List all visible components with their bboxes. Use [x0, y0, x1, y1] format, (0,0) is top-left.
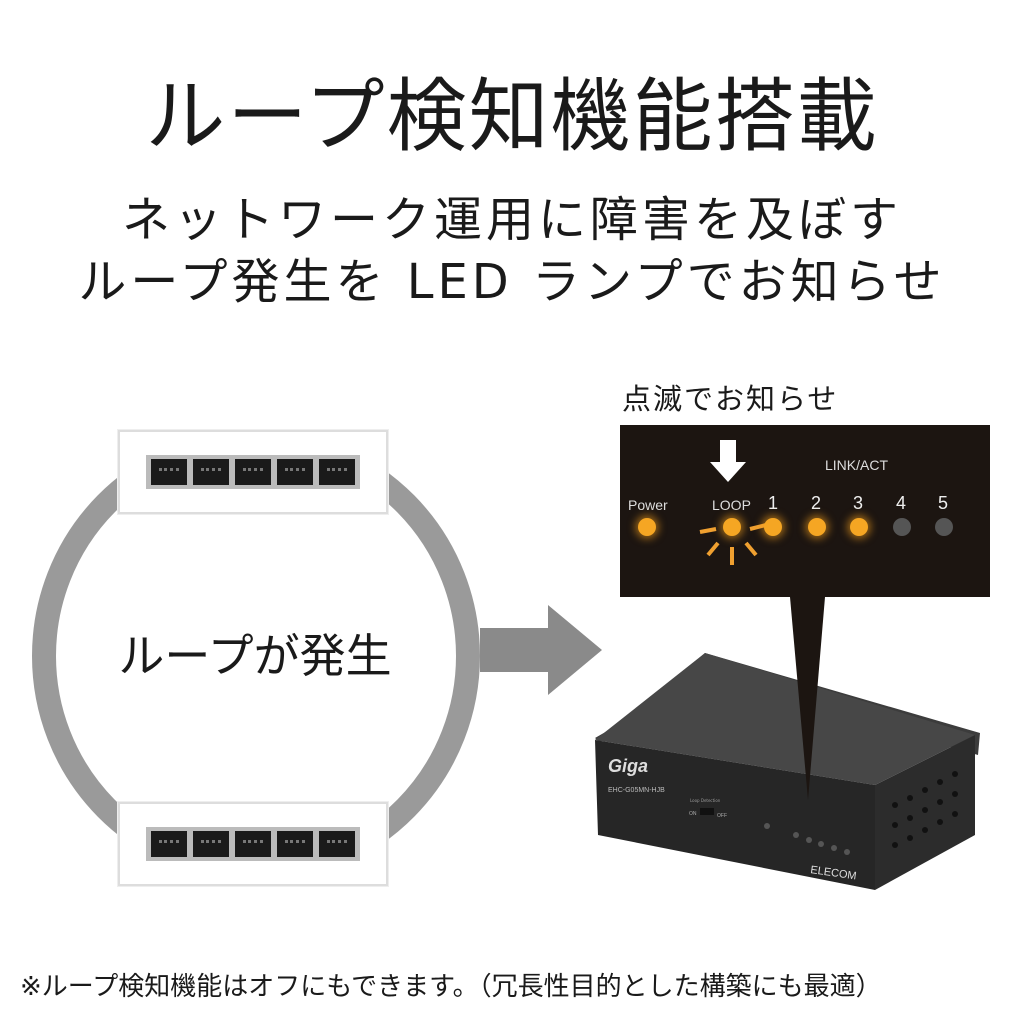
switch-top	[118, 430, 388, 514]
port-2-led	[808, 518, 826, 536]
model-label: EHC-G05MN-HJB	[608, 787, 665, 794]
blink-rays-icon	[699, 523, 767, 565]
loop-label: ループが発生	[118, 629, 392, 683]
port-3-led	[850, 518, 868, 536]
switch-off-label: OFF	[717, 813, 727, 819]
subtitle-line-2: ループ発生を LED ランプでお知らせ	[78, 254, 946, 310]
led-panel-closeup: LINK/ACT Power LOOP 1 2 3 4 5	[620, 425, 990, 597]
loop-detection-switch[interactable]	[700, 808, 714, 815]
power-label: Power	[628, 497, 668, 513]
loop-led	[723, 518, 741, 536]
brand-logo: Giga	[608, 756, 648, 776]
subtitle-line-1: ネットワーク運用に障害を及ぼす	[121, 192, 902, 248]
callout-pointer	[790, 597, 825, 800]
switch-bottom	[118, 802, 388, 886]
port-4-led	[893, 518, 911, 536]
port-3-label: 3	[853, 493, 864, 513]
arrow-right-icon	[480, 605, 602, 695]
callout-label: 点滅でお知らせ	[622, 382, 839, 416]
headline: ループ検知機能搭載	[145, 70, 879, 163]
footnote: ※ループ検知機能はオフにもできます。（冗長性目的とした構築にも最適）	[20, 972, 882, 1002]
port-1-label: 1	[768, 493, 779, 513]
switch-on-label: ON	[689, 811, 697, 817]
arrow-down-icon	[710, 440, 746, 482]
port-5-led	[935, 518, 953, 536]
network-switch-device: Giga EHC-G05MN-HJB Loop Detection ON OFF…	[595, 597, 980, 890]
port-5-label: 5	[938, 493, 949, 513]
port-2-label: 2	[811, 493, 822, 513]
port-1-led	[764, 518, 782, 536]
port-4-label: 4	[896, 493, 907, 513]
switch-label: Loop Detection	[690, 798, 721, 803]
power-led	[638, 518, 656, 536]
loop-label-led: LOOP	[712, 497, 751, 513]
link-act-label: LINK/ACT	[825, 457, 889, 473]
